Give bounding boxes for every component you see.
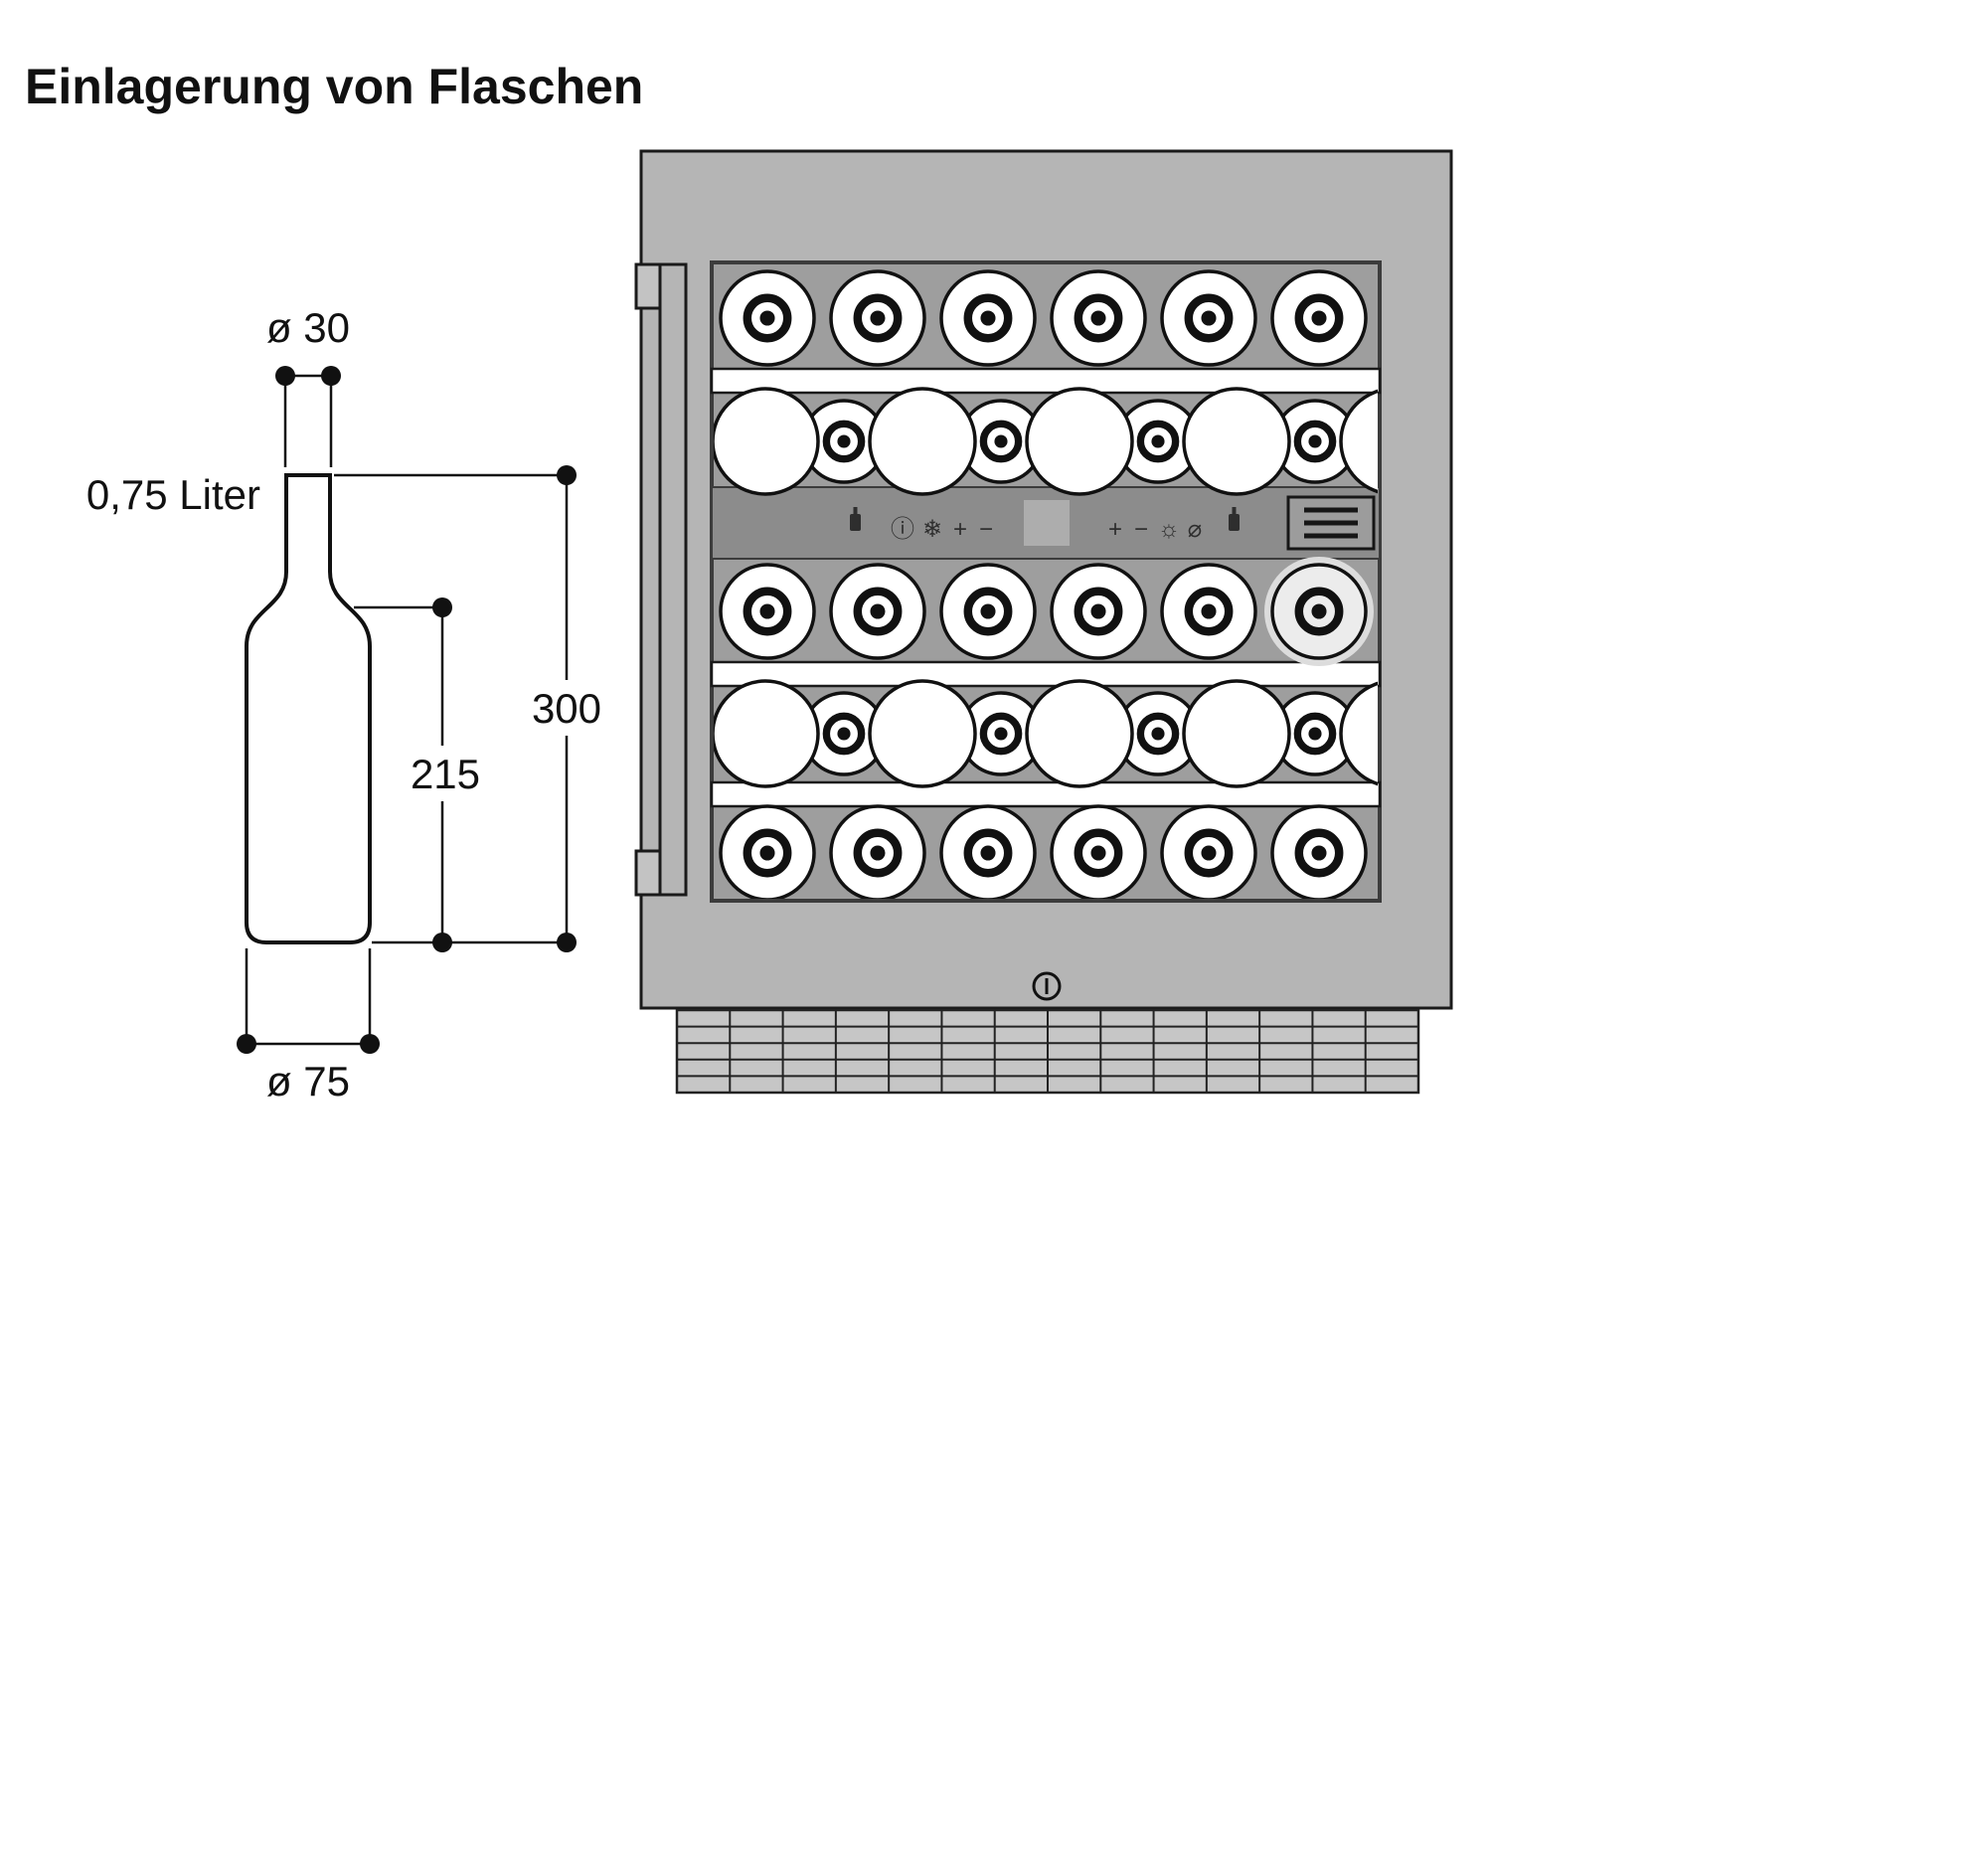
bottle-zone-left-icon [850, 507, 861, 531]
bottle-punt-dot [1201, 845, 1217, 861]
bottle-back-circle [1339, 389, 1378, 494]
bottle-punt-ring [1074, 828, 1123, 878]
brightness-icon: ☼ [1158, 516, 1180, 543]
bottle-punt-ring [1293, 420, 1337, 463]
shoulder-height-label: 215 [411, 751, 480, 797]
temperature-display [1024, 500, 1070, 546]
vent-grille [675, 1008, 1420, 1095]
minus-left-icon: − [979, 516, 993, 543]
bottle-punt-ring [963, 293, 1013, 343]
shelf [710, 660, 1382, 688]
bottle-punt-dot [1151, 727, 1165, 741]
bottle-punt-ring [1293, 712, 1337, 756]
total-height-label: 300 [532, 685, 601, 732]
info-icon: ⓘ [891, 516, 914, 543]
bottle-punt-dot [994, 727, 1008, 741]
bottle-dimension-diagram: ø 30 0,75 Liter 300 215 ø 75 [86, 304, 604, 1105]
label-bg-300 [529, 680, 604, 736]
bottle-punt-ring [853, 587, 903, 636]
bottle-punt-dot [870, 310, 886, 326]
minus-right-icon: − [1134, 516, 1148, 543]
bottle-punt-ring [1184, 293, 1234, 343]
bottle-punt-ring [1136, 712, 1180, 756]
label-bg-215 [405, 746, 484, 801]
bottle-punt-dot [1201, 603, 1217, 619]
bottle-punt-ring [743, 587, 792, 636]
power-icon [1032, 971, 1062, 1001]
bottle-punt-ring [853, 293, 903, 343]
bottle-punt-dot [837, 434, 851, 448]
bottle-outline [245, 473, 372, 944]
bottle-punt-dot [837, 727, 851, 741]
bottle-zone-right-icon [1229, 507, 1240, 531]
bottle-punt-ring [1184, 587, 1234, 636]
bottle-punt-dot [1311, 310, 1327, 326]
bottle-punt-dot [980, 845, 996, 861]
bottle-punt-ring [1294, 293, 1344, 343]
bottle-back-circle [1025, 387, 1134, 496]
bottle-punt-dot [980, 310, 996, 326]
bottle-punt-dot [994, 434, 1008, 448]
menu-button [1286, 495, 1376, 551]
bottle-punt-dot [759, 603, 775, 619]
bottle-punt-dot [1311, 845, 1327, 861]
bottle-back-circle [714, 387, 820, 496]
bottle-punt-dot [1090, 310, 1106, 326]
bottle-punt-ring [822, 420, 866, 463]
handle-bar [658, 262, 688, 897]
bottle-back-circle [1182, 679, 1291, 788]
snowflake-icon: ❄ [922, 516, 942, 543]
bottle-punt-dot [1201, 310, 1217, 326]
hamburger-icon [1304, 507, 1358, 539]
bottle-punt-ring [1294, 587, 1344, 636]
wine-cabinet: ⓘ ❄ + − + − ☼ ⌀ [634, 149, 1453, 1095]
volume-label: 0,75 Liter [86, 471, 260, 518]
plus-left-icon: + [953, 516, 967, 543]
page-title: Einlagerung von Flaschen [25, 59, 644, 114]
bottle-back-circle [868, 387, 977, 496]
plus-right-icon: + [1108, 516, 1122, 543]
bottle-back-circle [1339, 681, 1378, 786]
bottle-punt-dot [870, 845, 886, 861]
dimension-dots [237, 366, 577, 1054]
bottle-punt-ring [963, 828, 1013, 878]
bottle-back-circle [1182, 387, 1291, 496]
bottle-back-circle [714, 679, 820, 788]
bottle-punt-dot [870, 603, 886, 619]
bottle-punt-ring [743, 828, 792, 878]
bottle-punt-ring [1136, 420, 1180, 463]
bottle-punt-ring [822, 712, 866, 756]
bottle-punt-ring [1074, 587, 1123, 636]
bottle-punt-dot [980, 603, 996, 619]
shelf [710, 780, 1382, 808]
shelves [710, 367, 1382, 808]
bottle-punt-ring [1294, 828, 1344, 878]
bottle-punt-dot [759, 310, 775, 326]
body-diameter-label: ø 75 [266, 1058, 350, 1105]
bottle-punt-dot [1308, 434, 1322, 448]
neck-diameter-label: ø 30 [266, 304, 350, 351]
bottle-punt-dot [1090, 845, 1106, 861]
bottle-punt-dot [1151, 434, 1165, 448]
door-handle [634, 262, 688, 897]
control-panel: ⓘ ❄ + − + − ☼ ⌀ [711, 486, 1381, 560]
bottle-punt-ring [1074, 293, 1123, 343]
shelf [710, 367, 1382, 395]
bottle-punt-ring [743, 293, 792, 343]
bottle-punt-ring [963, 587, 1013, 636]
bottle-punt-dot [1308, 727, 1322, 741]
bottle-punt-dot [759, 845, 775, 861]
bottle-punt-dot [1090, 603, 1106, 619]
bottle-punt-ring [1184, 828, 1234, 878]
bottle-back-circle [1025, 679, 1134, 788]
bottle-punt-ring [979, 712, 1023, 756]
cabinet-rows [714, 269, 1378, 899]
bottle-back-circle [868, 679, 977, 788]
bottle-punt-ring [979, 420, 1023, 463]
bottle-punt-dot [1311, 603, 1327, 619]
standby-icon: ⌀ [1188, 516, 1202, 543]
bottle-punt-ring [853, 828, 903, 878]
